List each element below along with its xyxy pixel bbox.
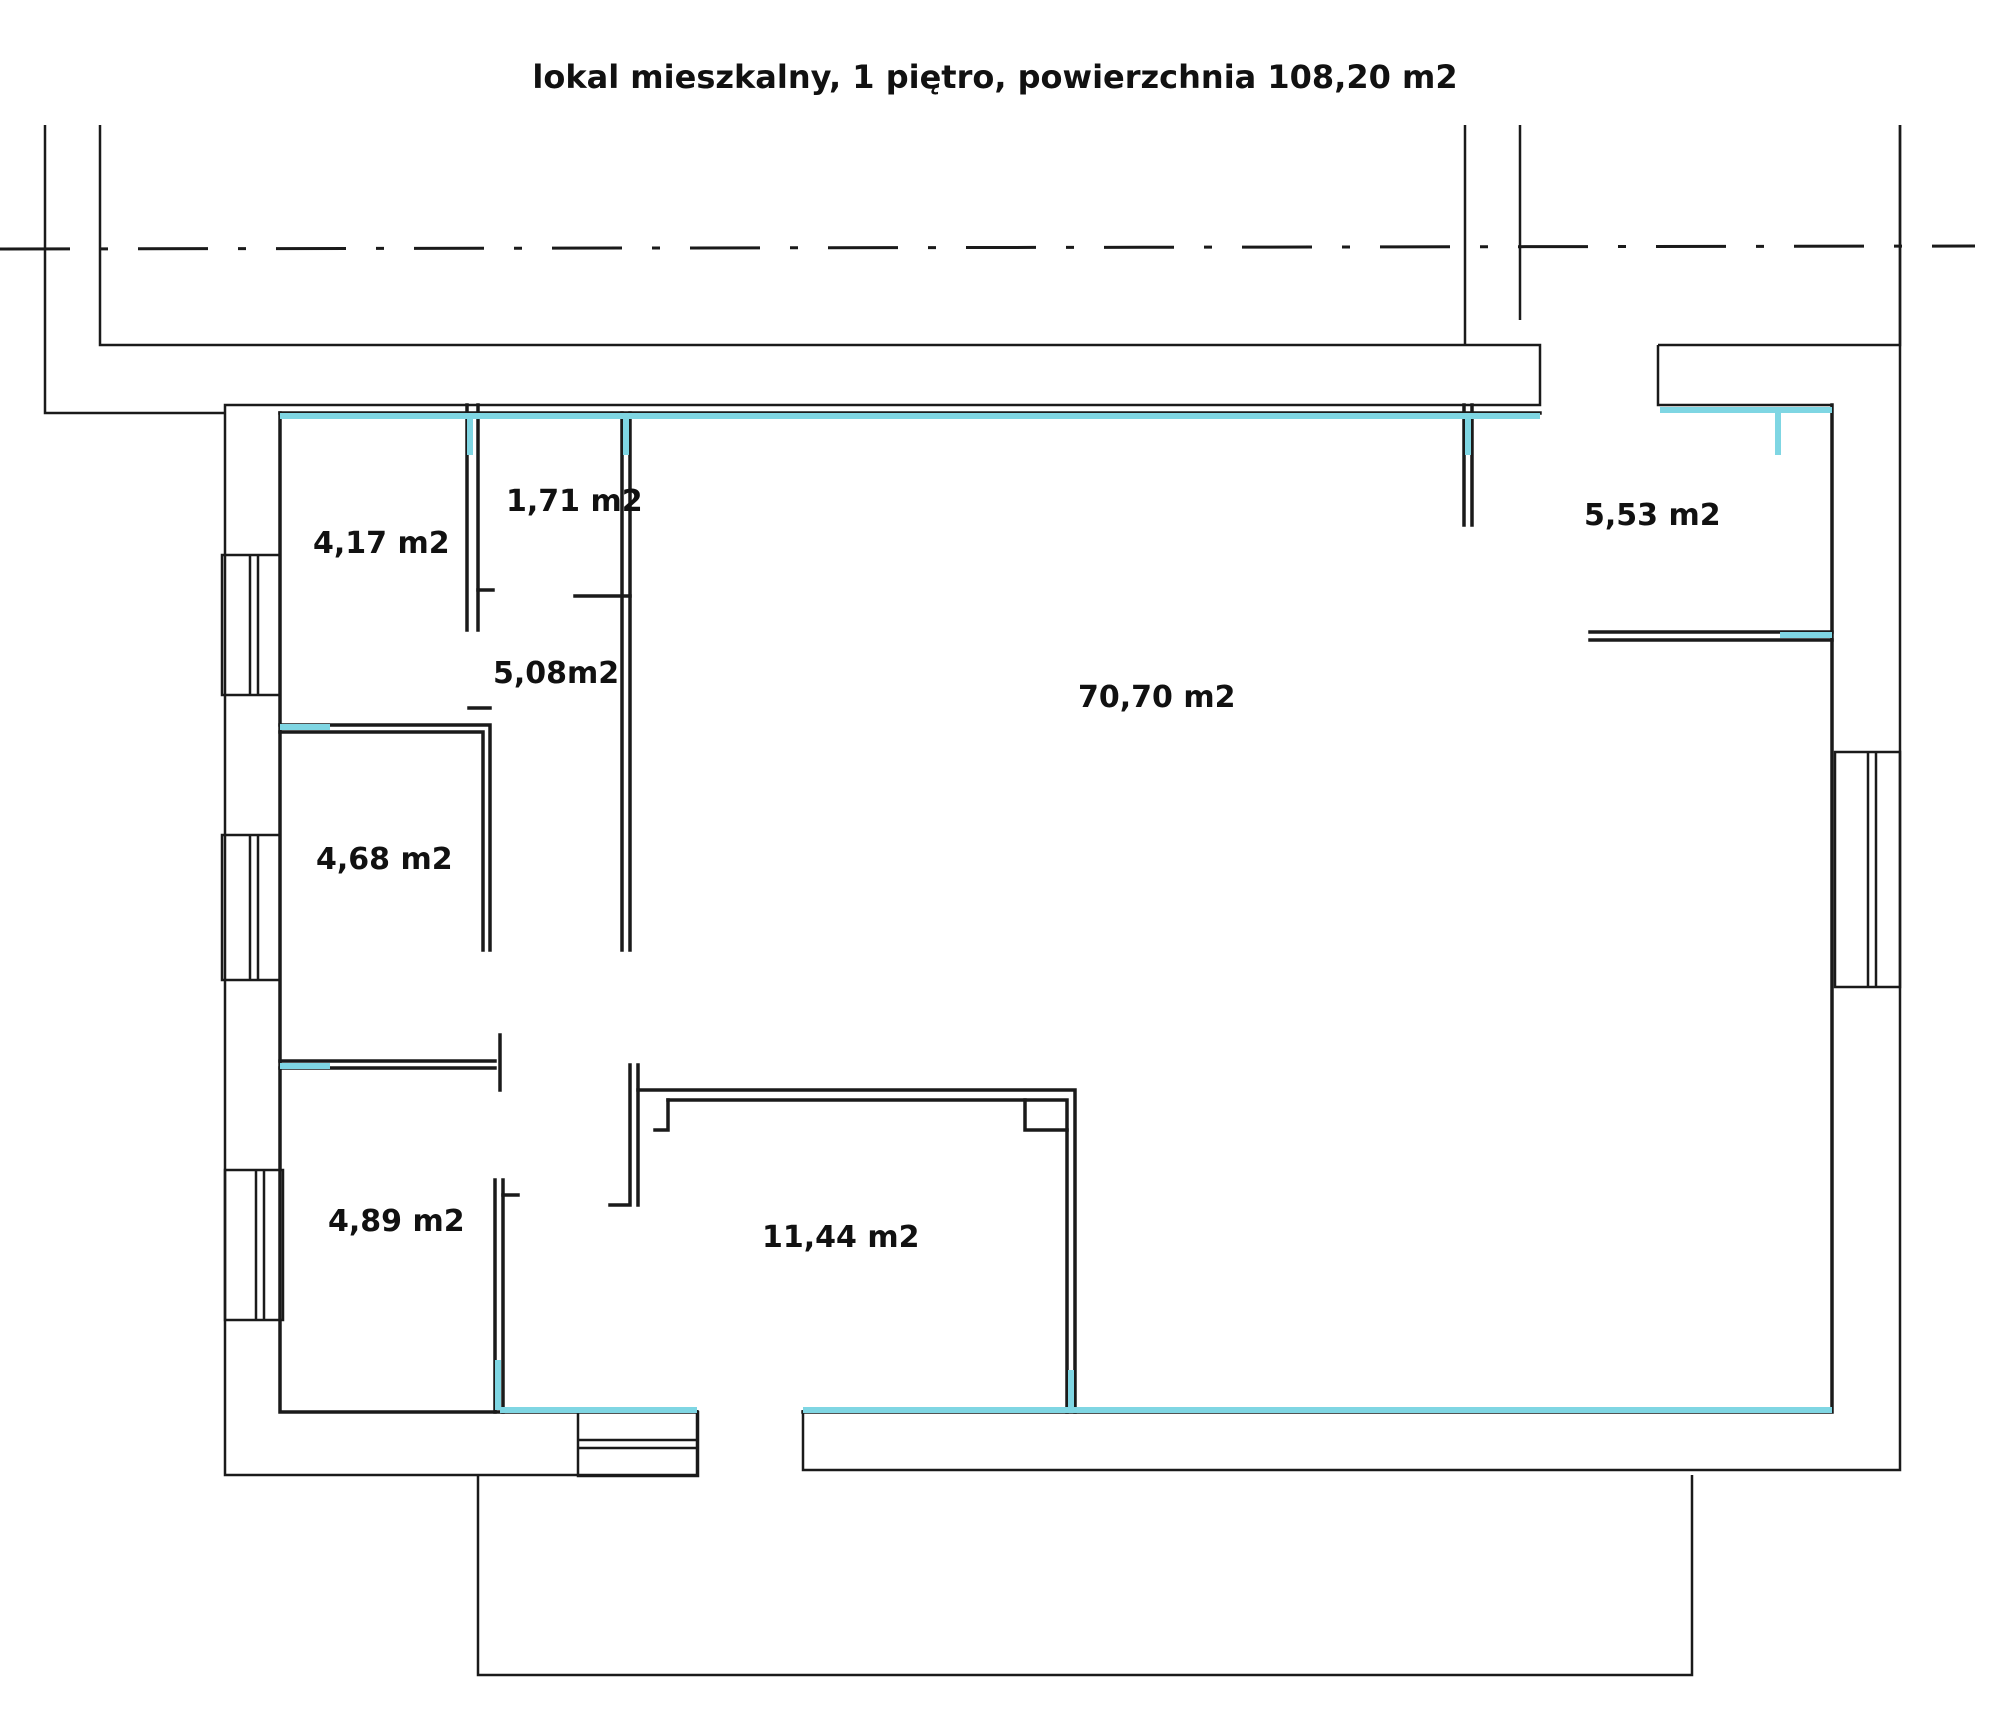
highlight-marks — [280, 407, 1832, 1413]
axis-line — [0, 244, 1976, 251]
room-area-label: 1,71 m2 — [506, 484, 643, 519]
room-area-label: 70,70 m2 — [1078, 680, 1236, 715]
room-area-label: 11,44 m2 — [762, 1220, 920, 1255]
room-area-label: 4,89 m2 — [328, 1204, 465, 1239]
room-area-label: 4,68 m2 — [316, 842, 453, 877]
room-area-label: 5,53 m2 — [1584, 498, 1721, 533]
building-outline — [43, 125, 1902, 1677]
page-title: lokal mieszkalny, 1 piętro, powierzchnia… — [532, 58, 1458, 96]
room-area-label: 4,17 m2 — [313, 526, 450, 561]
room-area-label: 5,08m2 — [493, 656, 620, 691]
interior-walls — [220, 403, 1902, 1478]
